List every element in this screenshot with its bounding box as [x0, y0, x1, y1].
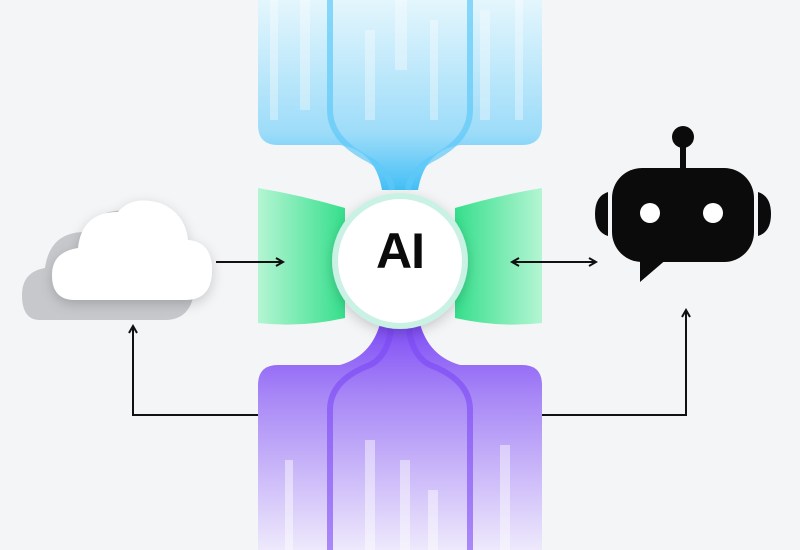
left-funnel: [258, 188, 345, 325]
robot-eye-right: [703, 203, 723, 223]
input-stream: [258, 0, 542, 191]
right-funnel: [455, 188, 542, 325]
robot-chat-icon: [595, 126, 771, 282]
feedback-arrow-to-cloud: [133, 326, 258, 416]
cloud-icon: [22, 200, 212, 320]
output-stream: [258, 315, 542, 550]
robot-eye-left: [640, 203, 660, 223]
ai-label: AI: [376, 223, 425, 279]
ai-core: [332, 193, 468, 329]
feedback-arrow-to-bot: [542, 310, 686, 416]
